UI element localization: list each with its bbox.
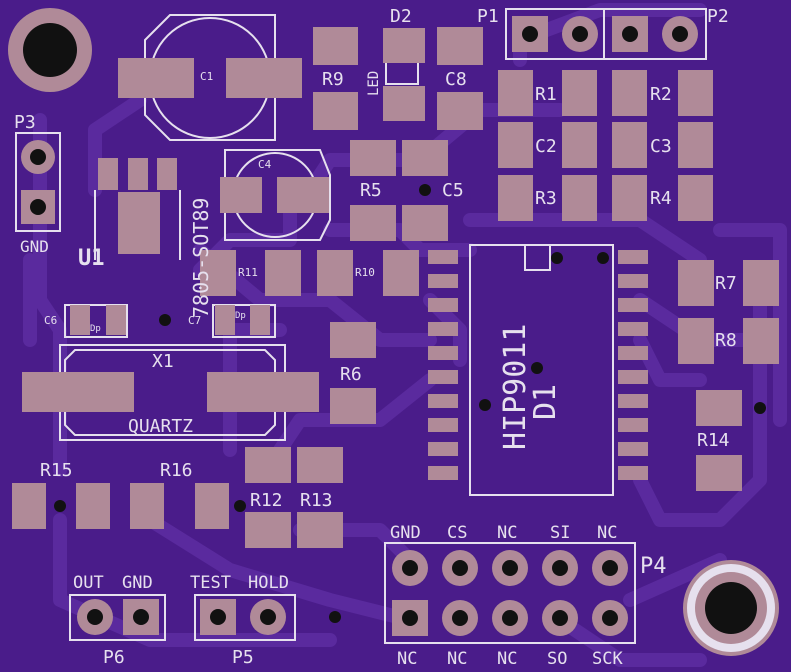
label-p4-pin-top-4: SI <box>550 523 570 543</box>
label-p4-pin-top-1: GND <box>390 523 421 543</box>
label-r10: R10 <box>355 266 375 279</box>
label-r3: R3 <box>535 188 557 209</box>
label-c4: C4 <box>258 158 272 171</box>
label-quartz: QUARTZ <box>128 416 193 437</box>
label-r11: R11 <box>238 266 258 279</box>
mount-hole-bottom-right-drill <box>705 582 757 634</box>
label-r4: R4 <box>650 188 672 209</box>
label-r8: R8 <box>715 330 737 351</box>
label-test: TEST <box>190 573 231 593</box>
label-hold: HOLD <box>248 573 289 593</box>
label-dp1: Dp <box>90 324 101 334</box>
smd-pads <box>12 27 779 548</box>
label-c6: C6 <box>44 314 57 327</box>
label-p4-pin-bottom-3: NC <box>497 649 517 669</box>
label-p4-pin-top-2: CS <box>447 523 467 543</box>
label-r2: R2 <box>650 84 672 105</box>
label-x1: X1 <box>152 351 174 372</box>
label-u1: U1 <box>78 246 105 271</box>
label-r13: R13 <box>300 490 333 511</box>
label-r12: R12 <box>250 490 283 511</box>
label-p2: P2 <box>707 6 729 27</box>
label-gnd-p3: GND <box>20 237 49 256</box>
label-r15: R15 <box>40 460 73 481</box>
pad-c1-a <box>118 58 194 98</box>
label-c5: C5 <box>442 180 464 201</box>
label-p6: P6 <box>103 647 125 668</box>
label-r14: R14 <box>697 430 730 451</box>
label-r7: R7 <box>715 273 737 294</box>
label-dp2: Dp <box>235 311 246 321</box>
label-p4-pin-top-3: NC <box>497 523 517 543</box>
label-r1: R1 <box>535 84 557 105</box>
label-led: LED <box>366 71 382 96</box>
label-p1: P1 <box>477 6 499 27</box>
label-r16: R16 <box>160 460 193 481</box>
vias <box>54 184 766 623</box>
mounting-holes <box>8 8 779 656</box>
label-c2: C2 <box>535 136 557 157</box>
label-c7: C7 <box>188 314 201 327</box>
ic-pads <box>428 250 648 480</box>
label-p4-pin-bottom-4: SO <box>547 649 567 669</box>
label-out: OUT <box>73 573 104 593</box>
tht-pads <box>21 16 698 636</box>
label-p4-pin-bottom-1: NC <box>397 649 417 669</box>
pad-c1-b <box>226 58 302 98</box>
label-d2: D2 <box>390 6 412 27</box>
label-ic-ref: D1 <box>528 384 563 420</box>
label-p4-pin-bottom-5: SCK <box>592 649 623 669</box>
label-c1: C1 <box>200 70 213 83</box>
label-ic-value: HIP9011 <box>498 324 533 450</box>
label-p3: P3 <box>14 112 36 133</box>
label-p4: P4 <box>640 554 667 579</box>
label-r9: R9 <box>322 69 344 90</box>
label-p5: P5 <box>232 647 254 668</box>
mount-hole-top-left-drill <box>23 23 77 77</box>
label-c8: C8 <box>445 69 467 90</box>
label-c3: C3 <box>650 136 672 157</box>
label-gnd-p6: GND <box>122 573 153 593</box>
label-p4-pin-top-5: NC <box>597 523 617 543</box>
label-p4-pin-bottom-2: NC <box>447 649 467 669</box>
silkscreen-text: D2 P1 P2 C1 R9 LED C8 R1 R2 P3 C2 C3 C4 … <box>14 6 737 669</box>
label-r6: R6 <box>340 364 362 385</box>
silkscreen-outlines <box>15 8 707 644</box>
label-u1-value: 7805-SOT89 <box>189 198 213 318</box>
label-r5: R5 <box>360 180 382 201</box>
